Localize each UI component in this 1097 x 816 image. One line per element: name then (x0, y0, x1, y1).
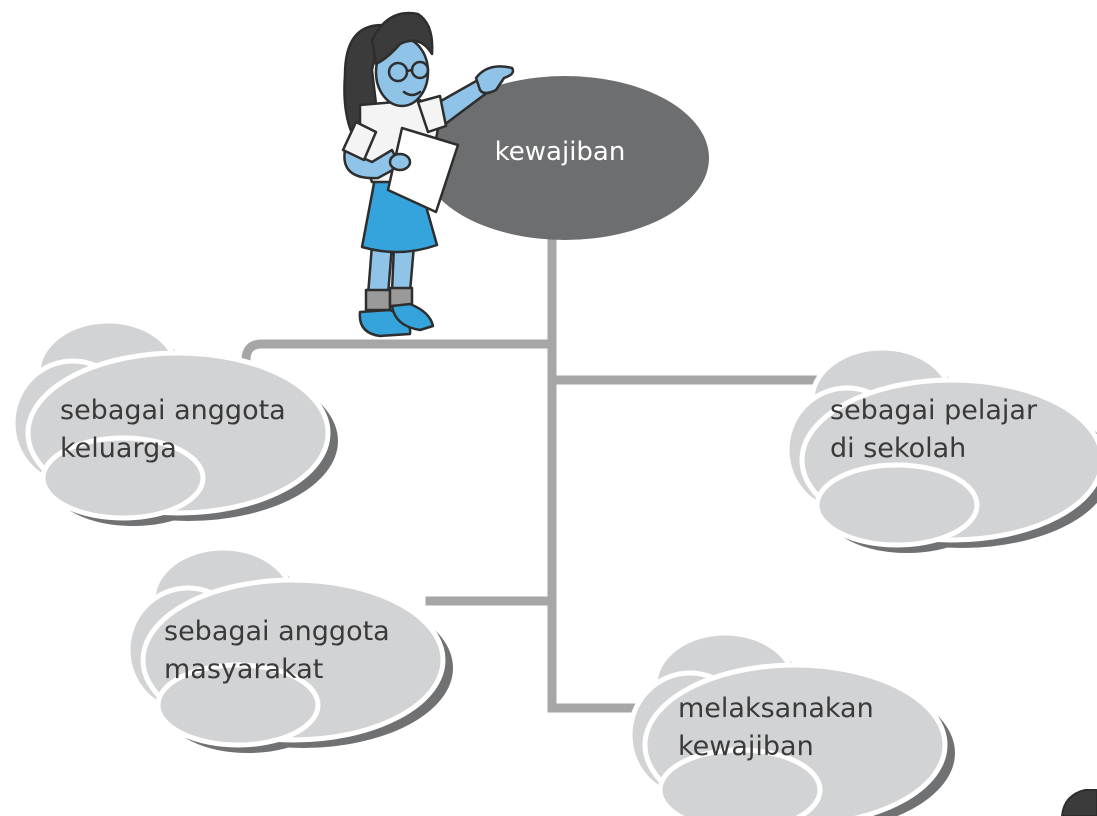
girl-shoe-right (390, 302, 435, 332)
node-masyarakat-line1: sebagai anggota (164, 616, 390, 647)
center-node (421, 76, 709, 240)
girl-sock-left (364, 288, 392, 312)
girl-sleeve-left (341, 120, 378, 162)
girl-bangs (370, 11, 434, 66)
connector-keluarga (241, 339, 557, 377)
girl-sleeve-right (416, 94, 448, 134)
node-masyarakat-label: sebagai anggota masyarakat (164, 613, 390, 689)
girl-hand-left (388, 152, 412, 172)
node-pelajar-line2: di sekolah (830, 433, 967, 464)
node-masyarakat-line2: masyarakat (164, 654, 324, 685)
girl-hand-right (474, 65, 515, 95)
partial-figure-corner (1060, 789, 1097, 816)
student-girl-illustration (341, 11, 515, 338)
girl-smile (402, 90, 422, 97)
node-melaksanakan-label: melaksanakan kewajiban (678, 690, 874, 766)
node-pelajar-label: sebagai pelajar di sekolah (830, 392, 1037, 468)
node-melaksanakan-line2: kewajiban (678, 731, 814, 762)
node-keluarga-label: sebagai anggota keluarga (60, 392, 286, 468)
node-melaksanakan-line1: melaksanakan (678, 693, 874, 724)
girl-paper (386, 126, 460, 214)
node-keluarga-line1: sebagai anggota (60, 395, 286, 426)
node-keluarga-line2: keluarga (60, 433, 177, 464)
node-pelajar-line1: sebagai pelajar (830, 395, 1038, 426)
center-node-label: kewajiban (494, 137, 626, 167)
